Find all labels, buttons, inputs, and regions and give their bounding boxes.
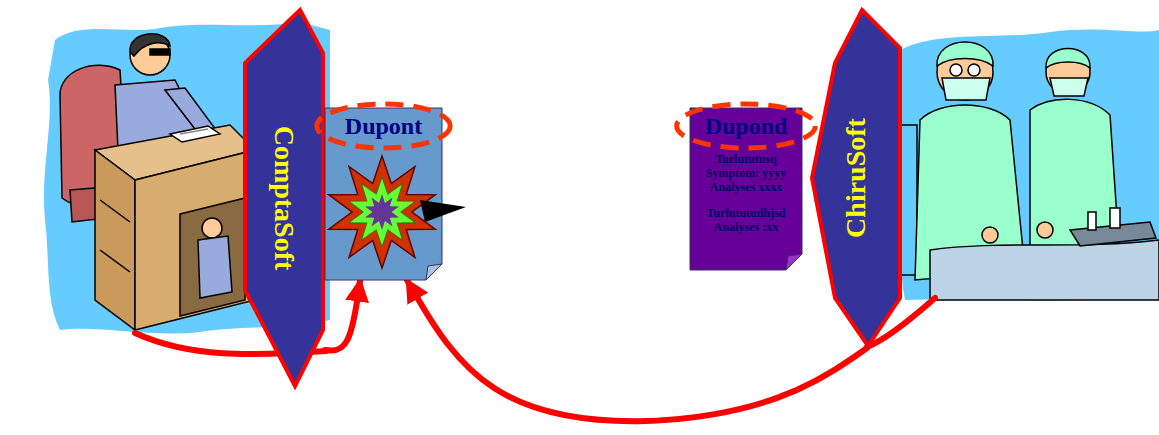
surgeons-clipart: [1088, 212, 1096, 230]
surgeons-clipart: [895, 42, 1159, 300]
explosion-symbol: [365, 194, 399, 230]
document-page: [690, 108, 802, 270]
software-band: ComptaSoft: [243, 8, 325, 388]
accountant-clipart: [150, 49, 170, 55]
surgeons-clipart: [982, 227, 998, 243]
accountant-clipart: [100, 250, 130, 272]
surgeons-clipart: [1050, 78, 1088, 96]
explosion-symbol: [349, 177, 415, 246]
accountant-clipart: [202, 218, 222, 238]
accountant-clipart: [198, 236, 232, 298]
document-page: [325, 108, 442, 280]
record-title: Dupond: [705, 112, 788, 140]
accountant-clipart: [95, 150, 135, 330]
surgeons-clipart: [937, 42, 993, 66]
surgeons-clipart: [1037, 222, 1053, 238]
hospital-background: [897, 29, 1159, 300]
patient-record: DupondTurlututusqSymptom: yyyyAnalyses x…: [690, 108, 802, 270]
record-line: Analyses xxxx: [710, 180, 782, 194]
software-band: ChiruSoft: [810, 8, 902, 348]
accountant-clipart: [100, 200, 130, 222]
surgeons-clipart: [968, 64, 980, 76]
accountant-clipart: [135, 150, 255, 330]
flow-arrow: [407, 280, 867, 421]
record-line: Analyses :xx: [714, 220, 778, 234]
record-line: Turlututusq: [715, 152, 777, 166]
software-name: ComptaSoft: [268, 126, 300, 271]
accountant-clipart: [180, 129, 208, 134]
page-fold: [786, 254, 802, 270]
record-line: Turlututudhjsd: [707, 206, 786, 220]
surgeons-clipart: [942, 78, 990, 100]
hospital-background: [897, 29, 1159, 300]
surgeons-clipart: [1046, 49, 1090, 69]
accountant-clipart: [180, 198, 245, 316]
accountant-clipart: [60, 34, 255, 330]
explosion-symbol: [329, 156, 466, 268]
page-fold: [426, 264, 442, 280]
band-outline: [245, 10, 323, 386]
highlight-ellipse: [317, 104, 450, 148]
flow-arrow: [325, 280, 360, 350]
surgeons-clipart: [930, 240, 1159, 300]
accountant-clipart: [170, 126, 220, 142]
record-line: Symptom: yyyy: [706, 166, 786, 180]
band-outline: [812, 10, 900, 346]
explosion-symbol: [420, 200, 466, 222]
highlight-ellipse: [677, 104, 816, 148]
surgeons-clipart: [1110, 208, 1120, 228]
explosion-symbol: [329, 156, 436, 268]
surgeons-clipart: [950, 64, 962, 76]
software-name: ChiruSoft: [840, 118, 872, 238]
record-title: Dupont: [345, 112, 422, 140]
accountant-clipart: [130, 34, 170, 56]
